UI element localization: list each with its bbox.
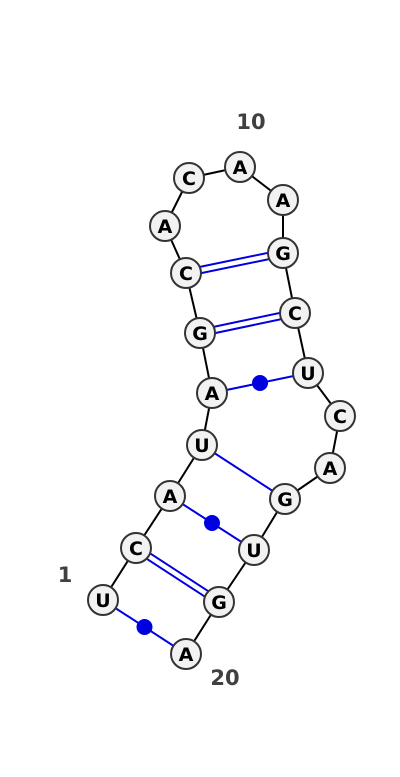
nucleotide-1: U [87,584,119,616]
nucleotide-circle-1 [87,584,119,616]
base-pair-layer [102,248,309,655]
nucleotide-7: C [170,257,202,289]
nucleotide-12: G [267,237,299,269]
nucleotide-label-19: G [211,592,227,614]
nucleotide-circle-12 [267,237,299,269]
nucleotide-circle-4 [186,429,218,461]
nucleotide-label-4: U [194,435,209,457]
nucleotide-circle-2 [120,532,152,564]
position-label-layer: 1 10 20 [58,110,266,690]
nucleotide-13: C [279,297,311,329]
nucleotide-5: A [196,377,228,409]
base-pair-2-19-line-2 [133,549,218,606]
nucleotide-15: C [324,400,356,432]
nucleotide-circle-16 [314,452,346,484]
nucleotide-label-1: U [95,590,110,612]
nucleotide-circle-10 [224,151,256,183]
nucleotide-circle-20 [170,638,202,670]
nucleotide-label-3: A [163,486,178,508]
nucleotide-label-12: G [275,243,291,265]
position-label-10: 10 [236,110,265,134]
position-label-1: 1 [58,563,73,587]
nucleotide-circle-8 [149,210,181,242]
nucleotide-circle-15 [324,400,356,432]
nucleotide-label-8: A [158,216,173,238]
base-pair-2-19-line-1 [137,544,222,601]
nucleotide-circle-11 [267,184,299,216]
nucleotide-label-9: C [182,168,196,190]
nucleotide-label-7: C [179,263,193,285]
nucleotide-20: A [170,638,202,670]
nucleotide-11: A [267,184,299,216]
nucleotide-label-17: G [277,489,293,511]
nucleotide-label-15: C [333,406,347,428]
nucleotide-circle-9 [173,162,205,194]
nucleotide-17: G [269,483,301,515]
nucleotide-label-14: U [300,363,315,385]
nucleotide-8: A [149,210,181,242]
nucleotide-circle-6 [184,317,216,349]
position-label-20: 20 [210,666,239,690]
backbone-layer [102,166,341,655]
nucleotide-label-2: C [129,538,143,560]
nucleotide-circle-14 [292,357,324,389]
nucleotide-circle-19 [203,586,235,618]
nucleotide-label-11: A [276,190,291,212]
nucleotide-14: U [292,357,324,389]
nucleotide-16: A [314,452,346,484]
nucleotide-6: G [184,317,216,349]
nucleotide-9: C [173,162,205,194]
base-pair-5-14-wobble-dot [252,375,268,391]
nucleotide-circle-3 [154,480,186,512]
nucleotide-3: A [154,480,186,512]
nucleotide-label-13: C [288,303,302,325]
nucleotide-label-20: A [179,644,194,666]
nucleotide-circle-5 [196,377,228,409]
nucleotide-label-18: U [246,540,261,562]
nucleotide-2: C [120,532,152,564]
nucleotide-19: G [203,586,235,618]
nucleotide-circle-17 [269,483,301,515]
base-pair-1-20-wobble-dot [136,619,153,635]
nucleotide-18: U [238,534,270,566]
base-pair-6-13-line-1 [199,308,295,331]
nucleotide-4: U [186,429,218,461]
nucleotide-label-16: A [323,458,338,480]
nucleotide-label-6: G [192,323,208,345]
base-pair-4-17-line [201,444,286,500]
nucleotide-circle-18 [238,534,270,566]
base-pair-6-13-line-2 [200,315,296,338]
base-pair-3-18-wobble-dot [204,515,220,531]
nucleotide-10: A [224,151,256,183]
nucleotide-label-10: A [233,157,248,179]
nucleotide-circle-7 [170,257,202,289]
base-pair-7-12-line-2 [186,255,284,278]
nucleotide-circle-13 [279,297,311,329]
base-pair-7-12-line-1 [185,248,283,271]
nucleotide-label-5: A [205,383,220,405]
